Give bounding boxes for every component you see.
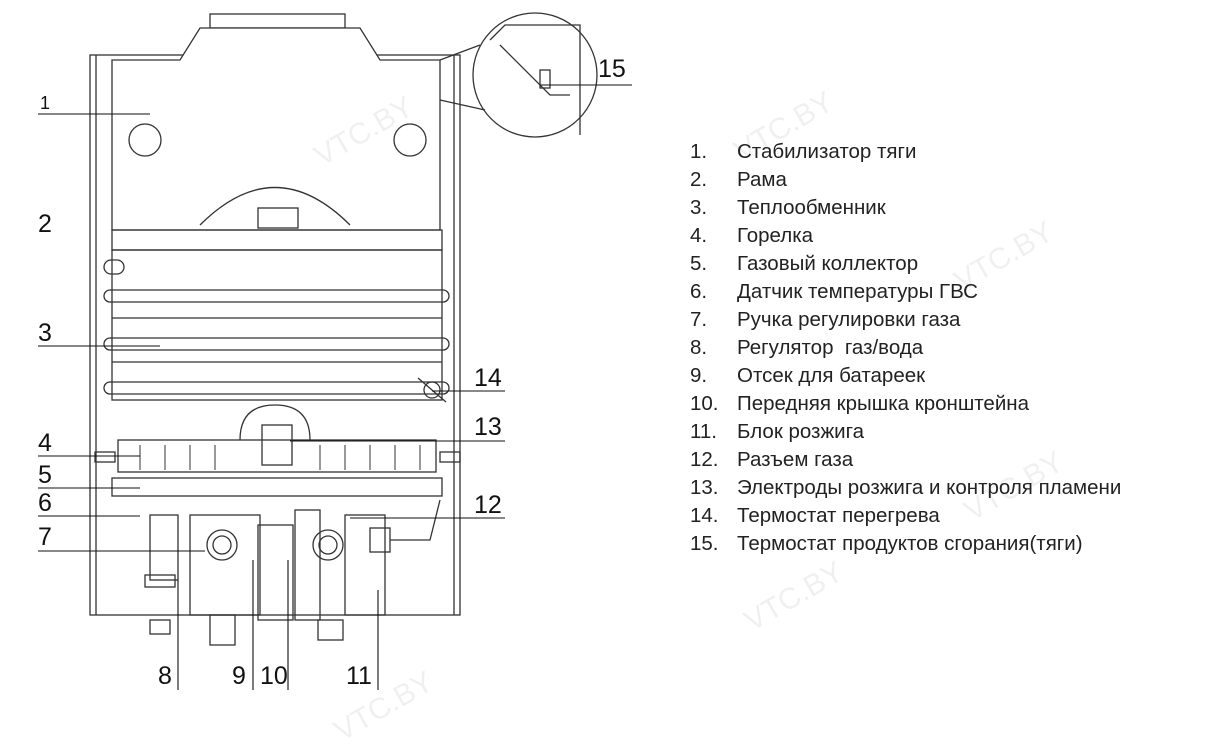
- legend-label: Отсек для батареек: [737, 364, 926, 387]
- legend-label: Датчик температуры ГВС: [737, 280, 978, 303]
- legend-item: 10. Передняя крышка кронштейна: [690, 390, 1121, 418]
- legend-label: Ручка регулировки газа: [737, 308, 961, 331]
- bracket-front-cover: [294, 509, 344, 641]
- legend-number: 5.: [690, 252, 708, 275]
- legend-label: Электроды розжига и контроля пламени: [737, 476, 1122, 499]
- overheat-thermostat: [417, 377, 447, 403]
- ignition-unit: [344, 514, 386, 616]
- legend-number: 6.: [690, 280, 708, 303]
- callout-6: 6: [38, 489, 52, 517]
- legend-number: 8.: [690, 336, 708, 359]
- legend-number: 12.: [690, 448, 719, 471]
- legend-label: Регулятор газ/вода: [737, 336, 924, 359]
- legend-item: 6. Датчик температуры ГВС: [690, 278, 1121, 306]
- legend-number: 4.: [690, 224, 708, 247]
- callout-9: 9: [232, 662, 246, 690]
- legend-number: 2.: [690, 168, 708, 191]
- callout-3: 3: [38, 319, 52, 347]
- legend-item: 8. Регулятор газ/вода: [690, 334, 1121, 362]
- callout-13: 13: [474, 413, 502, 441]
- callout-4: 4: [38, 429, 52, 457]
- legend-number: 3.: [690, 196, 708, 219]
- burner: [94, 404, 461, 473]
- legend-label: Газовый коллектор: [737, 252, 919, 275]
- callout-11: 11: [346, 662, 372, 690]
- legend-number: 11.: [690, 420, 717, 443]
- legend-item: 11. Блок розжига: [690, 418, 1121, 446]
- legend-label: Стабилизатор тяги: [737, 140, 917, 163]
- legend-item: 13. Электроды розжига и контроля пламени: [690, 474, 1121, 502]
- callout-15: 15: [598, 55, 626, 83]
- gas-water-regulator: [144, 514, 261, 646]
- legend-number: 7.: [690, 308, 708, 331]
- gas-connector: [369, 499, 441, 553]
- callout-7: 7: [38, 523, 52, 551]
- legend-number: 14.: [690, 504, 719, 527]
- legend-item: 2. Рама: [690, 166, 1121, 194]
- callout-12: 12: [474, 491, 502, 519]
- legend-item: 15. Термостат продуктов сгорания(тяги): [690, 530, 1121, 558]
- callout-10: 10: [260, 662, 288, 690]
- legend-label: Термостат перегрева: [737, 504, 940, 527]
- callout-14: 14: [474, 364, 502, 392]
- legend-number: 15.: [690, 532, 719, 555]
- callout-2: 2: [38, 210, 52, 238]
- draft-thermostat-inset: [439, 12, 598, 138]
- legend-label: Горелка: [737, 224, 814, 247]
- parts-legend: 1. Стабилизатор тяги 2. Рама 3. Теплообменн…: [690, 138, 1121, 558]
- legend-label: Рама: [737, 168, 787, 191]
- legend-item: 4. Горелка: [690, 222, 1121, 250]
- legend-item: 14. Термостат перегрева: [690, 502, 1121, 530]
- legend-number: 10.: [690, 392, 719, 415]
- legend-item: 12. Разъем газа: [690, 446, 1121, 474]
- callout-8: 8: [158, 662, 172, 690]
- legend-label: Термостат продуктов сгорания(тяги): [737, 532, 1083, 555]
- leader-lines: [38, 84, 632, 690]
- heat-exchanger: [103, 229, 450, 401]
- legend-item: 5. Газовый коллектор: [690, 250, 1121, 278]
- legend-item: 7. Ручка регулировки газа: [690, 306, 1121, 334]
- legend-item: 1. Стабилизатор тяги: [690, 138, 1121, 166]
- callout-1: 1: [40, 93, 51, 113]
- callout-5: 5: [38, 461, 52, 489]
- legend-label: Передняя крышка кронштейна: [737, 392, 1030, 415]
- legend-number: 13.: [690, 476, 719, 499]
- legend-item: 3. Теплообменник: [690, 194, 1121, 222]
- legend-number: 1.: [690, 140, 708, 163]
- battery-compartment: [257, 524, 294, 621]
- legend-label: Разъем газа: [737, 448, 854, 471]
- legend-number: 9.: [690, 364, 708, 387]
- legend-label: Блок розжига: [737, 420, 865, 443]
- draft-stabilizer: [111, 13, 441, 231]
- water-heater-drawing: [38, 12, 632, 690]
- legend-label: Теплообменник: [737, 196, 886, 219]
- gas-manifold: [111, 477, 443, 497]
- legend-item: 9. Отсек для батареек: [690, 362, 1121, 390]
